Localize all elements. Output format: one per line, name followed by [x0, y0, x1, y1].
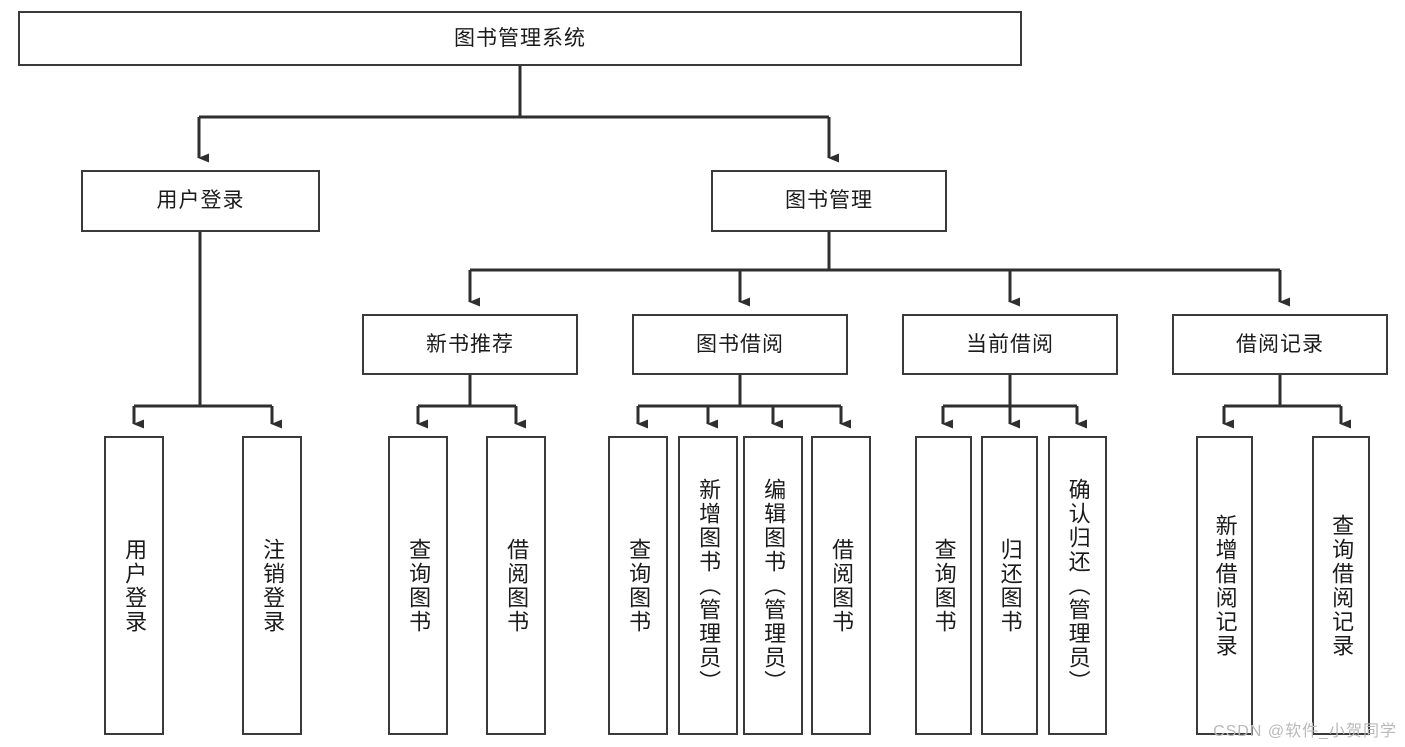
node-leaf-add-book-admin-label: 新增图书（管理员） [696, 477, 722, 694]
node-root-label: 图书管理系统 [454, 26, 586, 50]
node-book-borrow[interactable]: 图书借阅 [632, 314, 848, 375]
node-borrow-record-label: 借阅记录 [1236, 332, 1324, 356]
node-leaf-return-book-label: 归还图书 [997, 537, 1023, 634]
node-new-book-recommend[interactable]: 新书推荐 [362, 314, 578, 375]
node-book-manage[interactable]: 图书管理 [711, 170, 947, 232]
node-leaf-add-borrow-record-label: 新增借阅记录 [1212, 513, 1238, 658]
edge-book-borrow-to-leaves [636, 375, 851, 429]
node-leaf-query-borrow-record-label: 查询借阅记录 [1329, 513, 1355, 658]
edge-borrow-record-to-leaves [1222, 375, 1351, 429]
node-book-borrow-label: 图书借阅 [696, 332, 784, 356]
node-book-manage-label: 图书管理 [785, 189, 873, 213]
node-leaf-query-book-2-label: 查询图书 [626, 537, 652, 634]
node-leaf-confirm-return-admin[interactable]: 确认归还（管理员） [1048, 436, 1107, 735]
node-leaf-query-book-1-label: 查询图书 [406, 537, 432, 634]
node-user-login[interactable]: 用户登录 [81, 170, 320, 232]
node-leaf-add-book-admin[interactable]: 新增图书（管理员） [678, 436, 738, 735]
node-leaf-query-book-3-label: 查询图书 [931, 537, 957, 634]
node-leaf-borrow-book-1[interactable]: 借阅图书 [486, 436, 546, 735]
node-current-borrow[interactable]: 当前借阅 [902, 314, 1118, 375]
node-leaf-add-borrow-record[interactable]: 新增借阅记录 [1196, 436, 1253, 735]
node-leaf-borrow-book-1-label: 借阅图书 [504, 537, 530, 634]
node-leaf-confirm-return-admin-label: 确认归还（管理员） [1065, 477, 1091, 694]
node-leaf-borrow-book-2[interactable]: 借阅图书 [811, 436, 871, 735]
node-leaf-return-book[interactable]: 归还图书 [981, 436, 1038, 735]
node-leaf-query-book-2[interactable]: 查询图书 [608, 436, 668, 735]
node-leaf-query-book-1[interactable]: 查询图书 [388, 436, 448, 735]
node-leaf-edit-book-admin[interactable]: 编辑图书（管理员） [743, 436, 803, 735]
node-leaf-logout-login[interactable]: 注销登录 [242, 436, 302, 735]
node-current-borrow-label: 当前借阅 [966, 332, 1054, 356]
edge-user-login-to-leaves [132, 232, 282, 429]
edge-current-borrow-to-leaves [941, 375, 1087, 429]
node-leaf-logout-login-label: 注销登录 [260, 537, 286, 634]
node-leaf-edit-book-admin-label: 编辑图书（管理员） [761, 477, 787, 694]
edge-new-book-recommend-to-leaves [416, 375, 526, 429]
csdn-watermark: CSDN @软件_小贺同学 [1213, 723, 1397, 740]
node-leaf-query-borrow-record[interactable]: 查询借阅记录 [1312, 436, 1370, 735]
node-leaf-borrow-book-2-label: 借阅图书 [829, 537, 855, 634]
edge-book-manage-to-level3 [468, 232, 1290, 307]
node-leaf-query-book-3[interactable]: 查询图书 [915, 436, 972, 735]
node-root[interactable]: 图书管理系统 [18, 11, 1022, 66]
edge-root-to-level2 [197, 66, 839, 163]
node-new-book-recommend-label: 新书推荐 [426, 332, 514, 356]
node-leaf-user-login[interactable]: 用户登录 [104, 436, 164, 735]
node-borrow-record[interactable]: 借阅记录 [1172, 314, 1388, 375]
node-user-login-label: 用户登录 [156, 189, 245, 213]
node-leaf-user-login-label: 用户登录 [122, 537, 148, 634]
